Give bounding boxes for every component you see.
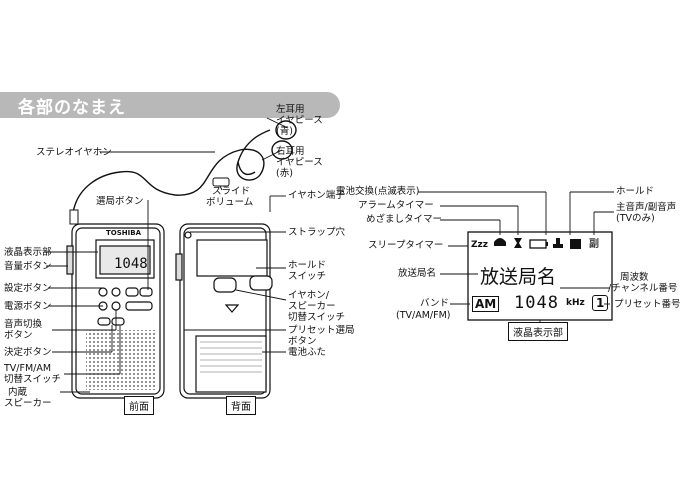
lcd-unit: kHz <box>566 298 585 308</box>
label-battery-cover: 電池ふた <box>288 347 327 358</box>
label-enter-button: 決定ボタン <box>4 347 52 358</box>
slide-volume-icon <box>212 177 230 187</box>
label-back: 背面 <box>226 396 256 415</box>
lcd-band: AM <box>472 296 500 312</box>
label-hold-switch-1: ホールド <box>288 260 327 271</box>
label-preset-button-1: プリセット選局 <box>288 325 355 336</box>
label-speaker-1: 内蔵 <box>8 387 28 398</box>
label-power-button: 電源ボタン <box>4 301 52 312</box>
hold-lock-icon <box>553 238 563 248</box>
label-slide-volume-2: ボリューム <box>206 197 254 208</box>
lcd-diagram <box>467 231 613 321</box>
back-device <box>175 223 273 399</box>
device-display-frequency: 1048 <box>114 256 148 272</box>
label-hold: ホールド <box>616 186 655 197</box>
label-left-ear-1: 左耳用 <box>276 104 305 115</box>
label-stereo-earphone: ステレオイヤホン <box>36 147 112 158</box>
lcd-frequency: 1048 <box>514 293 559 313</box>
label-left-ear-2: イヤピース <box>276 115 323 126</box>
left-earpiece-icon <box>275 120 297 140</box>
label-hold-switch-2: スイッチ <box>288 271 327 282</box>
label-band-2: (TV/AM/FM) <box>396 310 451 321</box>
label-es-switch-2: スピーカー <box>288 301 336 312</box>
label-band-switch-2: 切替スイッチ <box>4 374 62 385</box>
sub-audio-icon: 副 <box>589 239 599 250</box>
lcd-icons <box>494 238 581 249</box>
wake-timer-icon <box>514 238 522 248</box>
label-wake-timer: めざましタイマー <box>366 214 443 225</box>
label-frequency-1: 周波数 <box>620 272 649 283</box>
label-main-sub-1: 主音声/副音声 <box>616 202 677 213</box>
label-audio-switch-1: 音声切換 <box>4 319 43 330</box>
label-tuning-button: 選局ボタン <box>96 196 144 207</box>
label-band-1: バンド <box>420 298 449 309</box>
label-lcd-section: 液晶表示部 <box>4 247 52 258</box>
label-station-name: 放送局名 <box>398 268 437 279</box>
label-frequency-2: /チャンネル番号 <box>608 283 678 294</box>
label-slide-volume-1: スライド <box>212 186 251 197</box>
label-volume-button: 音量ボタン <box>4 261 52 272</box>
label-battery-replace: 電池交換(点滅表示) <box>336 186 420 197</box>
label-speaker-2: スピーカー <box>4 398 52 409</box>
label-setting-button: 設定ボタン <box>4 283 52 294</box>
main-audio-icon <box>570 239 581 249</box>
label-alarm-timer: アラームタイマー <box>358 200 434 211</box>
lcd-preset-number: 1 <box>592 295 609 311</box>
label-earphone-jack: イヤホン端子 <box>288 190 345 201</box>
lcd-diagram-title: 液晶表示部 <box>508 322 568 341</box>
label-preset-button-2: ボタン <box>288 336 317 347</box>
label-front: 前面 <box>124 396 154 415</box>
section-header-bar <box>0 92 340 118</box>
label-left-ear-3: (青) <box>276 126 293 137</box>
label-strap-hole: ストラップ穴 <box>288 227 346 238</box>
lcd-station-name: 放送局名 <box>480 266 557 288</box>
alarm-bell-icon <box>494 238 506 246</box>
label-band-switch-1: TV/FM/AM <box>4 363 52 374</box>
label-preset-number: プリセット番号 <box>614 299 681 310</box>
speaker-grille <box>86 330 156 390</box>
label-audio-switch-2: ボタン <box>4 330 33 341</box>
label-right-ear-3: (赤) <box>276 168 293 179</box>
label-right-ear-1: 右耳用 <box>276 146 305 157</box>
label-right-ear-2: イヤピース <box>276 157 323 168</box>
brand-logo: TOSHIBA <box>106 229 141 237</box>
earphone-plug-icon <box>69 209 79 225</box>
label-es-switch-1: イヤホン/ <box>288 290 329 301</box>
section-title: 各部のなまえ <box>18 98 126 118</box>
sleep-timer-icon: Zzz <box>471 240 489 250</box>
label-es-switch-3: 切替スイッチ <box>288 312 346 323</box>
label-main-sub-2: (TVのみ) <box>616 213 655 224</box>
label-sleep-timer: スリープタイマー <box>368 240 444 251</box>
